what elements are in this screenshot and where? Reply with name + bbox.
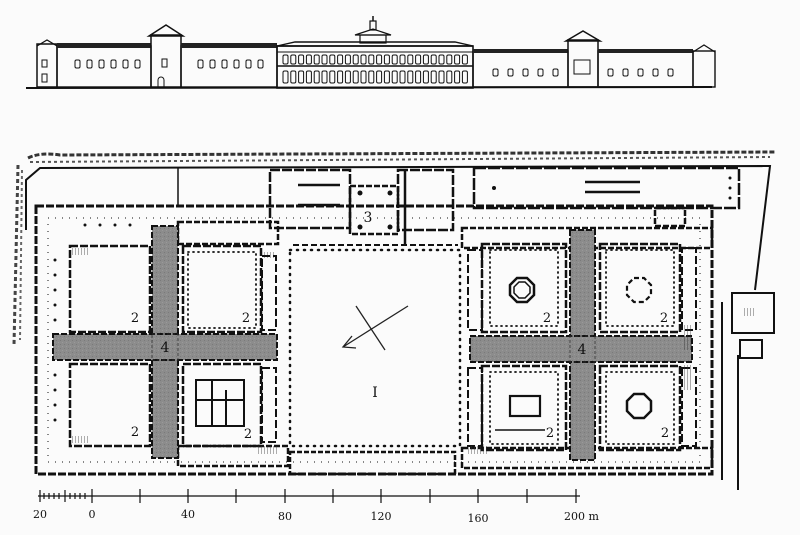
ground-plan: 3 I 4 [12, 150, 776, 490]
label-cloister: 2 [661, 426, 669, 441]
label-cloister: 2 [131, 425, 139, 440]
label-cloister: 2 [660, 311, 668, 326]
label-cloister: 2 [543, 311, 551, 326]
label-cloister: 2 [131, 311, 139, 326]
scale-tick-label: 40 [181, 508, 195, 521]
label-cloister: 2 [244, 427, 252, 442]
scale-tick-label: 0 [89, 508, 96, 521]
scale-tick-label: 160 [468, 512, 489, 525]
scale-bar-labels: 20 0 40 80 120 160 200 m [33, 508, 599, 525]
label-main-courtyard: I [372, 385, 378, 401]
scale-tick-label: 20 [33, 508, 47, 521]
label-crossing-east: 4 [578, 342, 587, 358]
scale-tick-label: 80 [278, 510, 292, 523]
label-cloister: 2 [546, 426, 554, 441]
north-arrow-icon [341, 305, 409, 351]
scale-bar [38, 489, 580, 503]
elevation-section [25, 16, 716, 89]
label-chapel: 3 [364, 210, 373, 226]
label-cloister: 2 [242, 311, 250, 326]
label-crossing-west: 4 [161, 340, 170, 356]
scale-tick-label: 200 m [564, 510, 599, 523]
scale-tick-label: 120 [371, 510, 392, 523]
